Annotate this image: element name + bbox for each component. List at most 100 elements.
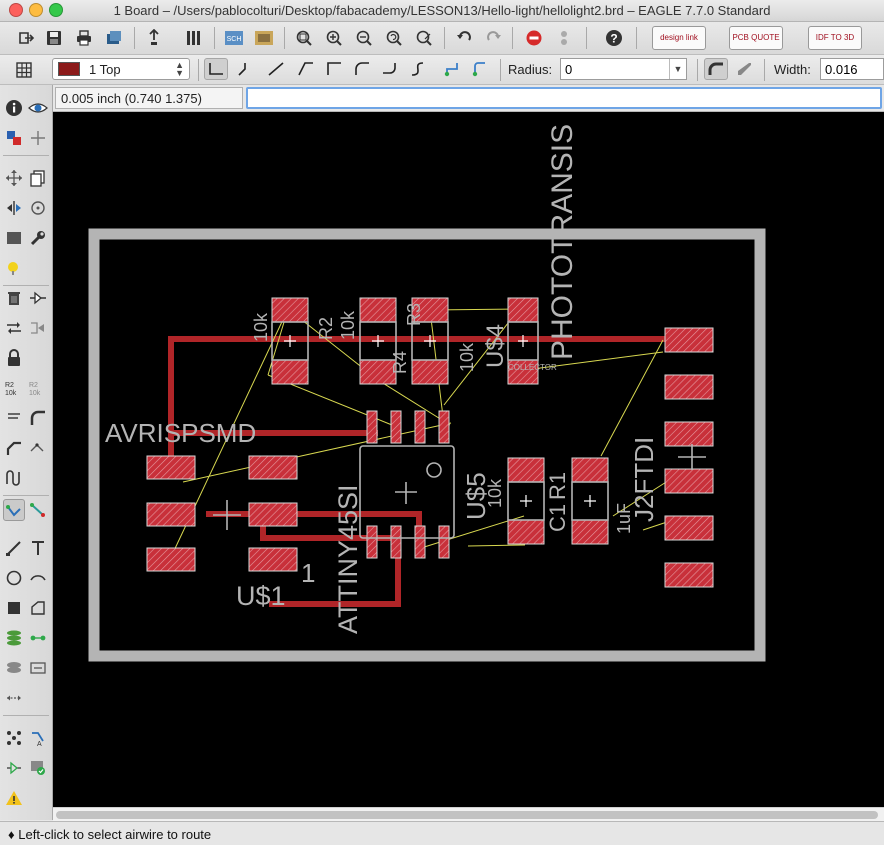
zoom-in-icon[interactable]	[322, 26, 346, 50]
pin-swap-icon[interactable]	[3, 317, 25, 339]
print-icon[interactable]	[72, 26, 96, 50]
paste-bulb-icon[interactable]	[3, 257, 25, 279]
meander-icon[interactable]	[3, 467, 25, 489]
mark-icon[interactable]	[27, 127, 49, 149]
wire-bend-7-icon[interactable]	[406, 58, 430, 80]
width-input[interactable]	[820, 58, 884, 80]
route-icon[interactable]	[3, 499, 25, 521]
split-icon[interactable]	[3, 437, 25, 459]
label-us1: U$1	[236, 581, 286, 611]
add-component-icon[interactable]	[27, 287, 49, 309]
wire-bend-5-icon[interactable]	[350, 58, 374, 80]
mirror-icon[interactable]	[3, 197, 25, 219]
show-eye-icon[interactable]	[27, 97, 49, 119]
text-icon[interactable]	[27, 537, 49, 559]
wire-bend-0-icon[interactable]	[204, 58, 228, 80]
route-follow-me-1-icon[interactable]	[440, 58, 464, 80]
wire-bend-2-icon[interactable]	[264, 58, 288, 80]
wire-bend-4-icon[interactable]	[322, 58, 346, 80]
group-icon[interactable]	[3, 227, 25, 249]
wire-icon[interactable]	[3, 537, 25, 559]
help-icon[interactable]: ?	[602, 26, 626, 50]
zoom-select-icon[interactable]	[412, 26, 436, 50]
rotate-icon[interactable]	[27, 197, 49, 219]
save-icon[interactable]	[42, 26, 66, 50]
stop-icon[interactable]	[522, 26, 546, 50]
change-wrench-icon[interactable]	[27, 227, 49, 249]
move-icon[interactable]	[3, 167, 25, 189]
zoom-fit-icon[interactable]	[292, 26, 316, 50]
redo-icon[interactable]	[482, 26, 506, 50]
open-icon[interactable]	[14, 26, 38, 50]
label-r-value-3: 10k	[457, 342, 477, 372]
rectangle-icon[interactable]	[3, 597, 25, 619]
copy-icon[interactable]	[27, 167, 49, 189]
status-bar: ♦ Left-click to select airwire to route	[0, 821, 884, 845]
wire-bend-6-icon[interactable]	[378, 58, 402, 80]
label-r3: R3	[404, 303, 424, 326]
undo-icon[interactable]	[452, 26, 476, 50]
optimize-icon[interactable]	[27, 437, 49, 459]
lock-icon[interactable]	[3, 347, 25, 369]
label-r-value-2: 10k	[338, 310, 358, 340]
board-canvas[interactable]: PHOTOTRANSIS AVRISPSMD ATTINY45SI U$1 1 …	[53, 112, 884, 807]
dimension-icon[interactable]	[3, 687, 25, 709]
chevron-down-icon[interactable]: ▼	[669, 59, 686, 79]
zoom-button[interactable]	[49, 3, 63, 17]
layer-select[interactable]: 1 Top ▲▼	[52, 58, 190, 80]
wire-bend-1-icon[interactable]	[234, 58, 258, 80]
layer-view-icon[interactable]	[252, 26, 276, 50]
idf-to-3d-button[interactable]: IDF TO 3D	[808, 26, 862, 50]
miter-round-icon[interactable]	[704, 58, 728, 80]
script-icon[interactable]	[142, 26, 166, 50]
miter-straight-icon[interactable]	[732, 58, 756, 80]
pcb-quote-button[interactable]: PCB QUOTE	[729, 26, 783, 50]
go-icon[interactable]	[552, 26, 576, 50]
scrollbar-thumb[interactable]	[56, 811, 878, 819]
close-button[interactable]	[9, 3, 23, 17]
attribute-icon[interactable]	[27, 657, 49, 679]
label-j2ftdi: J2FTDI	[629, 437, 659, 522]
grid-icon[interactable]	[12, 58, 36, 82]
label-c1-value: 1uF	[614, 503, 634, 534]
layer-color-swatch	[58, 62, 80, 76]
label-c1: C1	[545, 504, 570, 532]
autorouter-icon[interactable]: A	[27, 727, 49, 749]
radius-input[interactable]	[560, 58, 687, 80]
minimize-button[interactable]	[29, 3, 43, 17]
delete-icon[interactable]	[3, 287, 25, 309]
gate-swap-icon[interactable]	[27, 317, 49, 339]
signal-icon[interactable]	[27, 627, 49, 649]
label-collector: COLLECTOR	[508, 363, 557, 372]
label-r-value-1: 10k	[251, 312, 271, 342]
ripup-icon[interactable]	[27, 499, 49, 521]
redraw-icon[interactable]	[382, 26, 406, 50]
horizontal-scrollbar[interactable]	[53, 807, 884, 821]
smash-icon[interactable]	[3, 407, 25, 429]
ulp-icon[interactable]	[182, 26, 206, 50]
via-icon[interactable]	[3, 627, 25, 649]
route-follow-me-2-icon[interactable]	[468, 58, 492, 80]
design-link-button[interactable]: design link	[652, 26, 706, 50]
wire-bend-3-icon[interactable]	[294, 58, 318, 80]
erc-icon[interactable]	[3, 757, 25, 779]
command-line-input[interactable]	[246, 87, 882, 109]
info-icon[interactable]	[3, 97, 25, 119]
miter-icon[interactable]	[27, 407, 49, 429]
hole-icon[interactable]	[3, 657, 25, 679]
window-title: 1 Board – /Users/pablocolturi/Desktop/fa…	[113, 3, 771, 18]
display-layers-icon[interactable]	[3, 127, 25, 149]
sch-icon[interactable]: SCH	[222, 26, 246, 50]
polygon-icon[interactable]	[27, 597, 49, 619]
arc-icon[interactable]	[27, 567, 49, 589]
drc-icon[interactable]	[27, 757, 49, 779]
warning-icon[interactable]	[3, 787, 25, 809]
board-drawing[interactable]: PHOTOTRANSIS AVRISPSMD ATTINY45SI U$1 1 …	[53, 112, 884, 807]
ratsnest-icon[interactable]	[3, 727, 25, 749]
zoom-out-icon[interactable]	[352, 26, 376, 50]
cam-icon[interactable]	[102, 26, 126, 50]
circle-icon[interactable]	[3, 567, 25, 589]
